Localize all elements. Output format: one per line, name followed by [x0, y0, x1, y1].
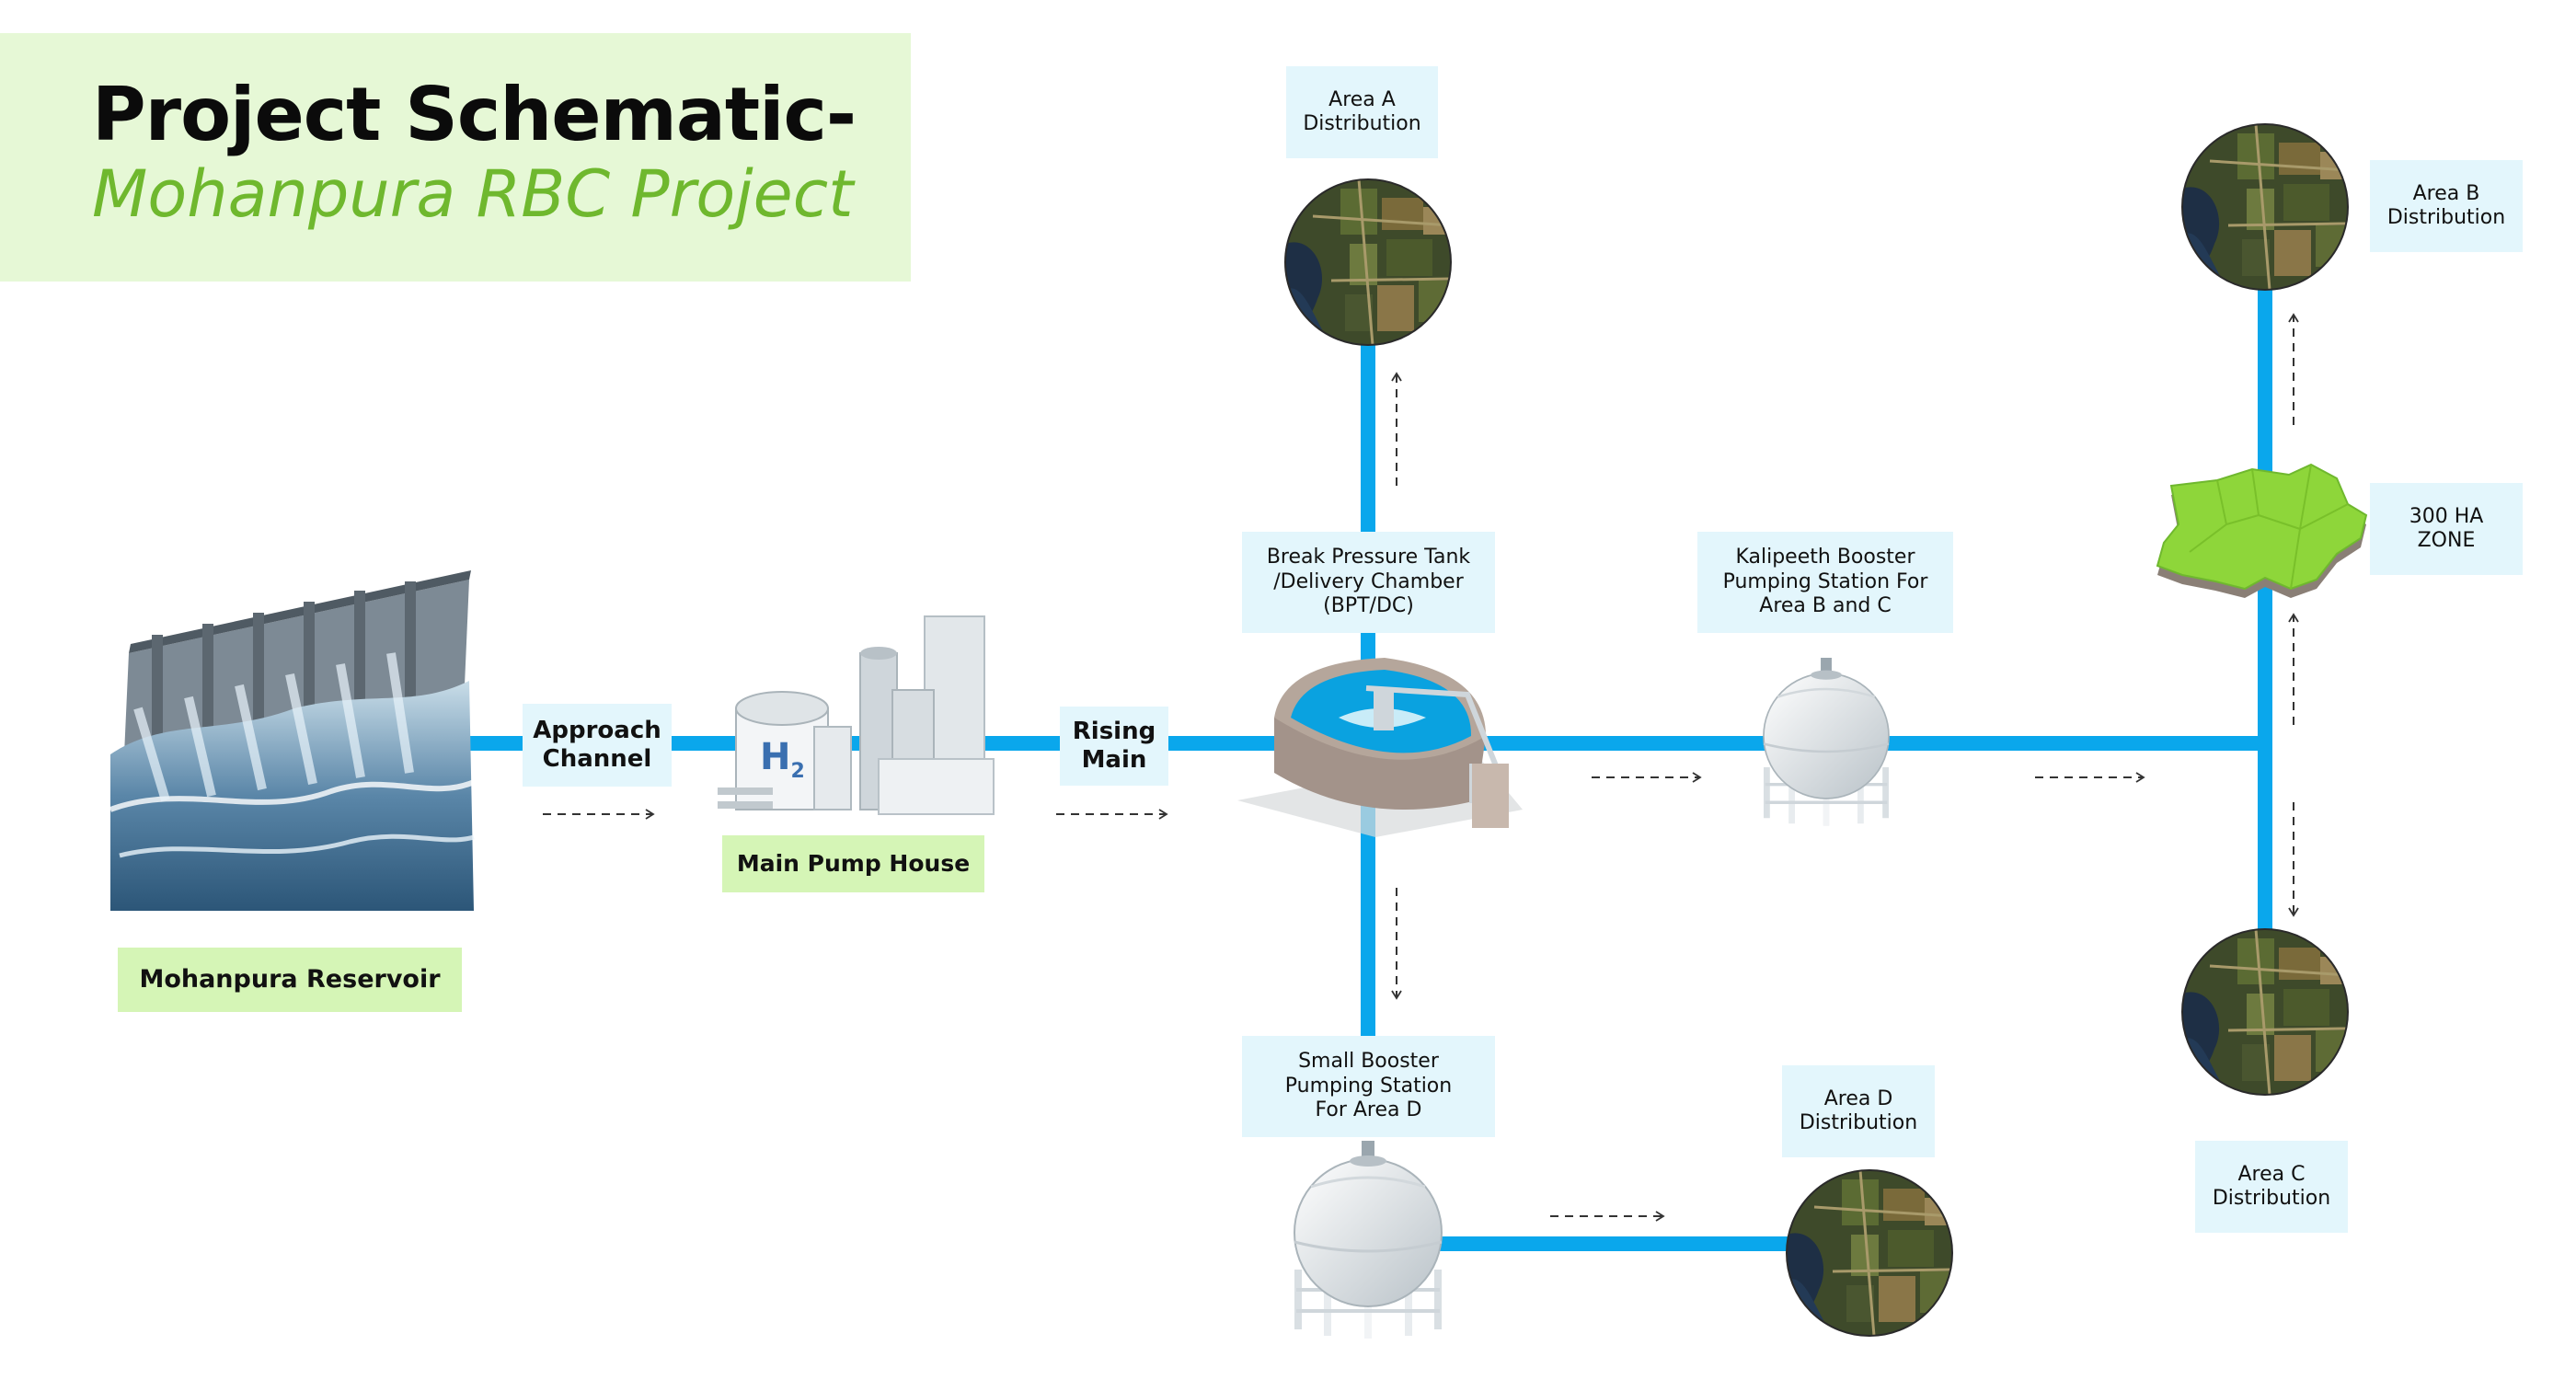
title-panel [0, 33, 911, 282]
area-b-aerial [2182, 124, 2348, 290]
flow-arrows [543, 313, 2299, 1222]
label-rising-main: Rising Main [1060, 707, 1168, 786]
area-d-aerial [1787, 1170, 1952, 1336]
page-subtitle: Mohanpura RBC Project [92, 156, 854, 232]
label-area-a: Area A Distribution [1286, 66, 1438, 158]
label-area-b: Area B Distribution [2370, 160, 2523, 252]
h2-symbol: H2 [760, 736, 805, 783]
label-kalipeeth: Kalipeeth Booster Pumping Station For Ar… [1697, 532, 1953, 633]
label-area-d: Area D Distribution [1782, 1065, 1935, 1157]
kalipeeth-illustration [1762, 656, 1891, 828]
label-small-booster: Small Booster Pumping Station For Area D [1242, 1036, 1495, 1137]
small-booster-illustration [1293, 1139, 1443, 1340]
label-reservoir: Mohanpura Reservoir [118, 948, 462, 1012]
label-main-pump-house: Main Pump House [722, 835, 984, 892]
area-a-aerial [1285, 179, 1451, 345]
bpt-illustration [1237, 658, 1523, 837]
label-300-ha-zone: 300 HA ZONE [2370, 483, 2523, 575]
dam-illustration [109, 570, 476, 911]
page-title: Project Schematic- [92, 72, 857, 157]
pump-house-illustration [718, 615, 995, 815]
label-bpt: Break Pressure Tank /Delivery Chamber (B… [1242, 532, 1495, 633]
area-c-aerial [2182, 929, 2348, 1095]
label-area-c: Area C Distribution [2195, 1141, 2348, 1233]
zone-map-illustration [2156, 463, 2368, 598]
label-approach-channel: Approach Channel [523, 704, 672, 787]
